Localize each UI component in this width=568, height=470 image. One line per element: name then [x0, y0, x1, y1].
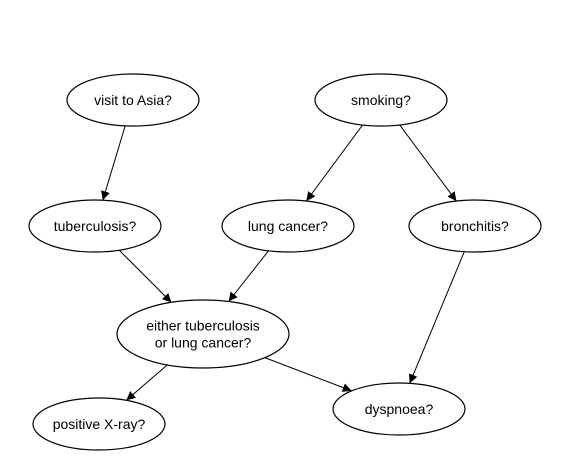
- edge-smoking-to-bronc: [399, 124, 457, 202]
- edge-bronc-to-dysp: [408, 251, 465, 384]
- edges: [101, 124, 465, 401]
- edge-either-to-xray: [125, 364, 168, 401]
- node-label-xray: positive X-ray?: [53, 416, 146, 432]
- node-xray: positive X-ray?: [32, 397, 166, 451]
- node-ellipse-xray: [32, 397, 166, 451]
- edge-either-to-dysp: [264, 357, 352, 392]
- node-tub: tuberculosis?: [28, 199, 162, 253]
- nodes: visit to Asia? smoking? tuberculosis? lung …: [28, 73, 542, 451]
- node-ellipse-either: [116, 299, 290, 369]
- node-ellipse-bronc: [408, 199, 542, 253]
- edge-tub-to-either: [118, 249, 172, 303]
- node-bronc: bronchitis?: [408, 199, 542, 253]
- edge-smoking-to-lung: [305, 124, 364, 202]
- node-ellipse-smoking: [314, 73, 448, 127]
- node-ellipse-asia: [66, 73, 200, 127]
- node-ellipse-tub: [28, 199, 162, 253]
- node-asia: visit to Asia?: [66, 73, 200, 127]
- node-label-dysp: dyspnoea?: [365, 401, 434, 417]
- node-label-asia: visit to Asia?: [94, 92, 172, 108]
- node-label-either: either tuberculosis: [146, 318, 260, 334]
- node-label-lung: lung cancer?: [248, 218, 328, 234]
- node-ellipse-lung: [221, 199, 355, 253]
- node-ellipse-dysp: [332, 382, 466, 436]
- node-label-either: or lung cancer?: [155, 335, 252, 351]
- node-dysp: dyspnoea?: [332, 382, 466, 436]
- edge-lung-to-either: [228, 250, 269, 302]
- node-lung: lung cancer?: [221, 199, 355, 253]
- node-label-smoking: smoking?: [351, 92, 411, 108]
- node-smoking: smoking?: [314, 73, 448, 127]
- edge-asia-to-tub: [101, 125, 126, 201]
- node-label-tub: tuberculosis?: [54, 218, 137, 234]
- node-label-bronc: bronchitis?: [441, 218, 509, 234]
